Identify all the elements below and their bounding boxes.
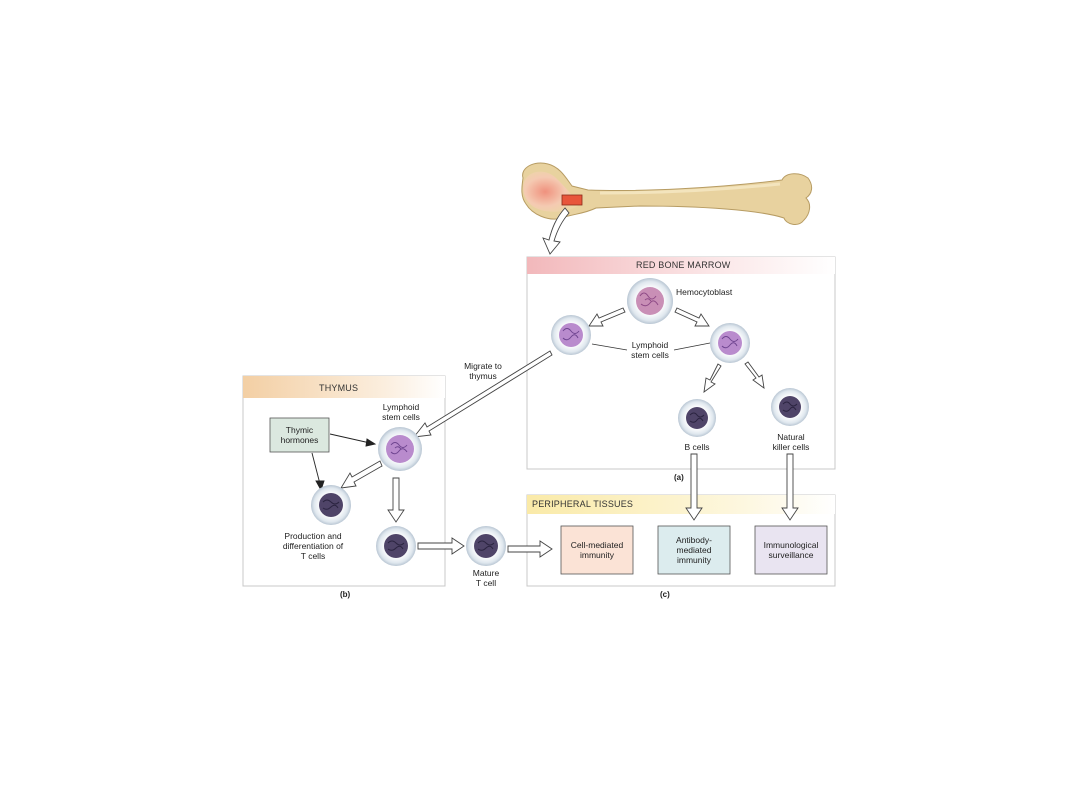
arrow-migrate-to-thymus bbox=[412, 350, 553, 438]
thymus-panel-title: THYMUS bbox=[319, 383, 359, 393]
lymphoid-stem-cell-marrow-right bbox=[710, 323, 750, 363]
hormone-arrowhead-stem bbox=[365, 438, 377, 447]
cell-mediated-text: Cell-mediated immunity bbox=[570, 540, 624, 560]
peripheral-panel-title: PERIPHERAL TISSUES bbox=[532, 499, 634, 509]
leader-line-right bbox=[673, 342, 711, 351]
lymphoid-stem-cell-marrow-left bbox=[551, 315, 591, 355]
arrow-nk-to-surveillance bbox=[781, 453, 799, 521]
lymphoid-stem-marrow-label: Lymphoid stem cells bbox=[631, 340, 669, 360]
arrow-stem-to-production-cell bbox=[340, 460, 383, 489]
sublabel-a: (a) bbox=[674, 473, 684, 482]
bone-to-marrow-arrow bbox=[542, 207, 570, 255]
marrow-panel-title: RED BONE MARROW bbox=[636, 260, 731, 270]
arrow-thymus-cell-to-mature bbox=[417, 537, 465, 555]
arrow-hemo-to-right-stem bbox=[674, 307, 710, 327]
hormone-arrowhead-production bbox=[315, 480, 325, 492]
hemocytoblast-label: Hemocytoblast bbox=[676, 287, 733, 297]
mature-t-label: Mature T cell bbox=[472, 568, 500, 588]
thymic-hormones-text: Thymic hormones bbox=[280, 425, 319, 445]
production-t-cell bbox=[311, 485, 351, 525]
red-bone-marrow-panel bbox=[526, 256, 836, 470]
lymphoid-stem-cell-thymus bbox=[378, 427, 422, 471]
immunological-surveillance-box bbox=[754, 525, 828, 575]
arrow-hemo-to-left-stem bbox=[588, 307, 626, 327]
arrow-stem-to-b-cells bbox=[703, 363, 722, 393]
natural-killer-cell bbox=[771, 388, 809, 426]
antibody-mediated-immunity-box bbox=[657, 525, 731, 575]
lymphoid-stem-thymus-label: Lymphoid stem cells bbox=[382, 402, 420, 422]
arrow-stem-to-thymus-cell bbox=[387, 477, 405, 523]
leader-line-left bbox=[591, 343, 628, 351]
surveillance-text: Immunological surveillance bbox=[763, 540, 819, 560]
arrow-mature-to-cell-mediated bbox=[507, 540, 553, 558]
b-cell bbox=[678, 399, 716, 437]
thymic-hormones-box bbox=[269, 417, 330, 453]
nk-cells-label: Natural killer cells bbox=[772, 432, 810, 452]
arrow-b-cells-to-antibody bbox=[685, 453, 703, 521]
sublabel-c: (c) bbox=[660, 590, 670, 599]
hormone-arrow-to-production bbox=[311, 452, 321, 485]
hemocytoblast-cell bbox=[627, 278, 673, 324]
arrow-stem-to-nk-cells bbox=[744, 361, 765, 389]
cell-mediated-immunity-box bbox=[560, 525, 634, 575]
sublabel-b: (b) bbox=[340, 590, 351, 599]
antibody-mediated-text: Antibody- mediated immunity bbox=[676, 535, 712, 565]
hormone-arrow-to-stem bbox=[329, 433, 371, 444]
mature-t-cell bbox=[466, 526, 506, 566]
thymus-t-cell bbox=[376, 526, 416, 566]
femur-illustration bbox=[521, 162, 813, 225]
b-cells-label: B cells bbox=[684, 442, 710, 452]
production-label: Production and differentiation of T cell… bbox=[282, 531, 344, 561]
migrate-label: Migrate to thymus bbox=[464, 361, 502, 381]
